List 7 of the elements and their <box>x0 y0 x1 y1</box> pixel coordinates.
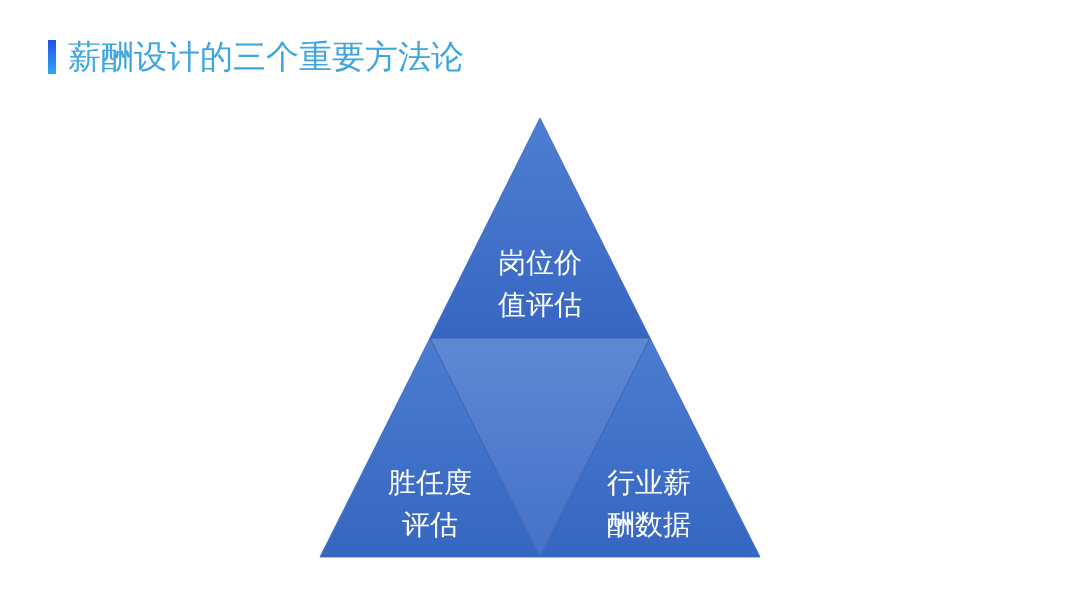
triangle-label: 岗位价值评估 <box>497 245 583 323</box>
pyramid-triangle <box>540 338 760 557</box>
triangle-label: 胜任度评估 <box>387 465 473 543</box>
pyramid-triangle <box>320 338 540 557</box>
pyramid-triangle <box>430 118 650 338</box>
slide-title: 薪酬设计的三个重要方法论 <box>68 36 464 78</box>
triangle-label: 行业薪酬数据 <box>606 465 692 543</box>
